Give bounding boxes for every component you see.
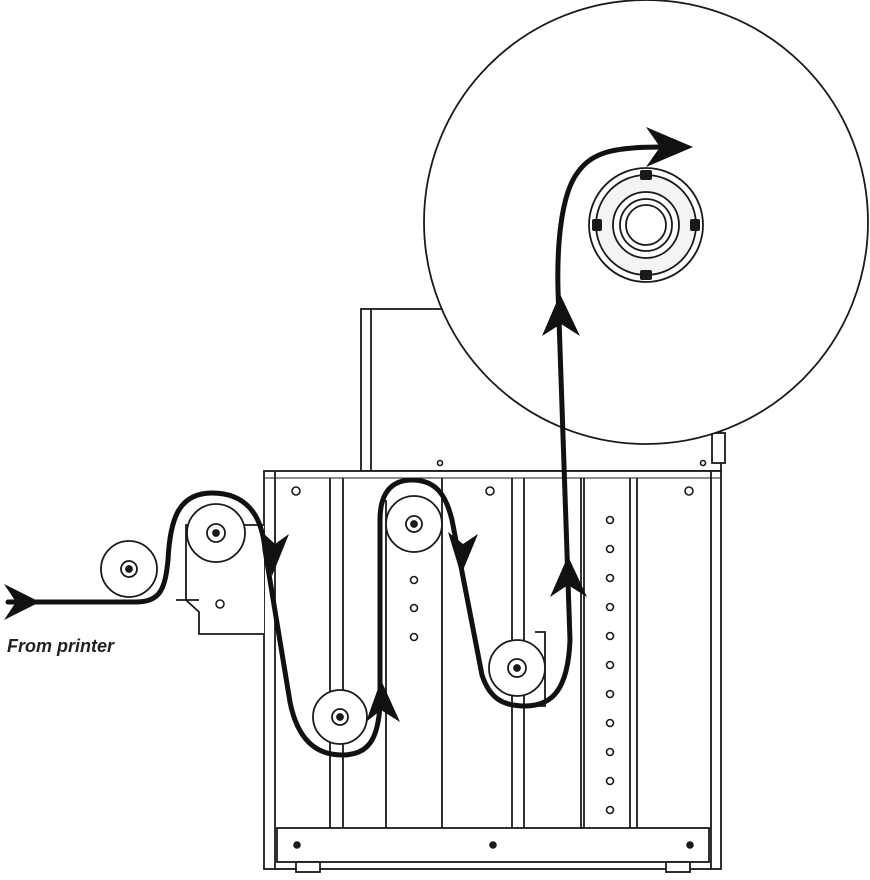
roller-upper-left [186, 503, 246, 563]
rewind-hub [588, 167, 704, 283]
arrowhead-icon-roll [646, 127, 693, 167]
bolt-holes [215, 459, 707, 849]
web-path [5, 144, 663, 758]
arrowhead-icon-up-2 [550, 556, 587, 597]
roller-lower-left [312, 689, 368, 745]
arrow-tail-icon [4, 584, 40, 620]
arrowhead-icon-down-1 [262, 532, 289, 576]
arrowhead-icon-up-3 [542, 294, 580, 336]
arrowhead-icon-down-2 [448, 532, 478, 575]
arrowhead-icon-up-1 [366, 680, 400, 722]
roller-upper-middle [385, 495, 443, 553]
from-printer-label: From printer [7, 636, 115, 656]
roller-lower-right [488, 631, 546, 707]
roller-inlet [100, 540, 158, 598]
rewind-roll [423, 0, 869, 445]
arrowhead-icon [4, 127, 693, 722]
